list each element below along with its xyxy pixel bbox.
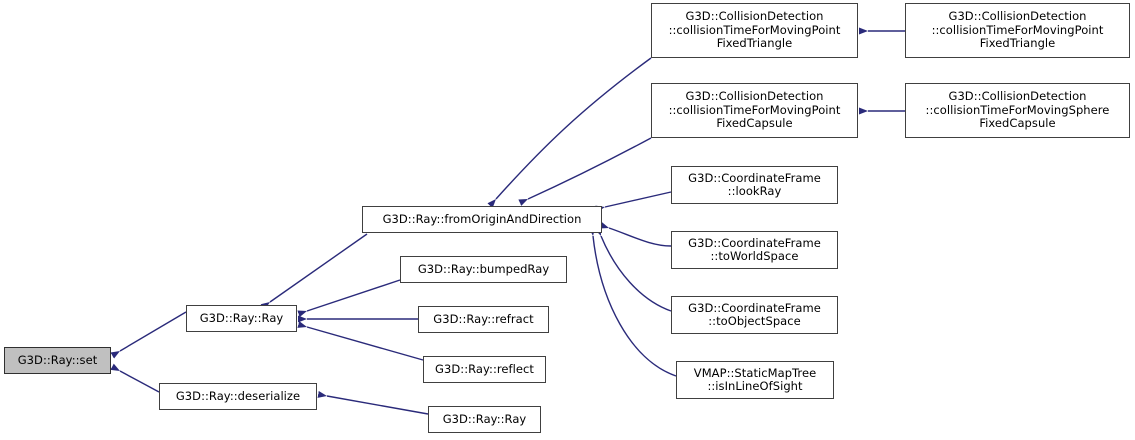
node-label: G3D::CollisionDetection ::collisionTimeF…: [931, 9, 1104, 51]
edge-cd-capsule-to-fromorigin: [518, 137, 652, 206]
node-label: G3D::Ray::Ray: [199, 310, 284, 325]
node-label: G3D::Ray::set: [17, 352, 98, 367]
node-label: G3D::Ray::Ray: [442, 411, 527, 426]
edge-toobjectspace-to-fromorigin: [594, 226, 672, 312]
node-label: G3D::CoordinateFrame ::toWorldSpace: [688, 235, 821, 263]
node-g3d-ray-deserialize[interactable]: G3D::Ray::deserialize: [159, 383, 317, 410]
node-collisiondetection-movingpoint-fixedtriangle-caller[interactable]: G3D::CollisionDetection ::collisionTimeF…: [905, 3, 1130, 58]
node-label: G3D::Ray::refract: [433, 311, 534, 326]
edge-cd-triangle-to-fromorigin: [487, 57, 652, 209]
node-label: G3D::CoordinateFrame ::lookRay: [688, 170, 821, 198]
node-label: G3D::CoordinateFrame ::toObjectSpace: [688, 300, 821, 328]
edge-bumpedray-to-ray-ctor: [297, 279, 401, 318]
node-g3d-ray-refract[interactable]: G3D::Ray::refract: [418, 306, 549, 333]
node-g3d-ray-ray-bottom[interactable]: G3D::Ray::Ray: [428, 406, 541, 433]
node-label: VMAP::StaticMapTree ::isInLineOfSight: [693, 365, 817, 393]
node-label: G3D::Ray::fromOriginAndDirection: [382, 211, 582, 226]
node-label: G3D::Ray::reflect: [435, 361, 534, 376]
node-g3d-coordinateframe-toworldspace[interactable]: G3D::CoordinateFrame ::toWorldSpace: [671, 231, 838, 269]
node-collisiondetection-movingpoint-fixedcapsule[interactable]: G3D::CollisionDetection ::collisionTimeF…: [651, 83, 858, 138]
node-g3d-coordinateframe-toobjectspace[interactable]: G3D::CoordinateFrame ::toObjectSpace: [671, 296, 838, 334]
node-g3d-ray-bumpedray[interactable]: G3D::Ray::bumpedRay: [400, 256, 567, 283]
node-label: G3D::CollisionDetection ::collisionTimeF…: [925, 89, 1110, 131]
node-vmap-staticmaptree-isinlineofsight[interactable]: VMAP::StaticMapTree ::isInLineOfSight: [676, 361, 834, 399]
node-g3d-ray-ray-ctor[interactable]: G3D::Ray::Ray: [186, 305, 297, 332]
edge-ray-bottom-to-deserialize: [317, 390, 429, 415]
edge-reflect-to-ray-ctor: [297, 321, 424, 361]
edge-lookray-to-fromorigin: [595, 191, 672, 213]
node-collisiondetection-movingpoint-fixedtriangle[interactable]: G3D::CollisionDetection ::collisionTimeF…: [651, 3, 858, 58]
node-label: G3D::Ray::bumpedRay: [417, 261, 550, 276]
node-g3d-ray-set[interactable]: G3D::Ray::set: [4, 347, 111, 374]
node-g3d-ray-fromoriginanddirection[interactable]: G3D::Ray::fromOriginAndDirection: [362, 206, 602, 233]
edge-ray-ctor-to-set: [110, 311, 187, 359]
edge-fromorigin-to-ray-ctor: [260, 233, 368, 311]
node-g3d-coordinateframe-lookray[interactable]: G3D::CoordinateFrame ::lookRay: [671, 166, 838, 204]
edge-deserialize-to-set: [110, 363, 160, 393]
node-collisiondetection-movingsphere-fixedcapsule[interactable]: G3D::CollisionDetection ::collisionTimeF…: [905, 83, 1130, 138]
node-g3d-ray-reflect[interactable]: G3D::Ray::reflect: [423, 356, 546, 383]
node-label: G3D::Ray::deserialize: [175, 388, 301, 403]
node-label: G3D::CollisionDetection ::collisionTimeF…: [668, 89, 841, 131]
node-label: G3D::CollisionDetection ::collisionTimeF…: [668, 9, 841, 51]
edge-isinlineofsight-to-fromorigin: [588, 226, 677, 377]
edge-toworldspace-to-fromorigin: [599, 221, 672, 247]
